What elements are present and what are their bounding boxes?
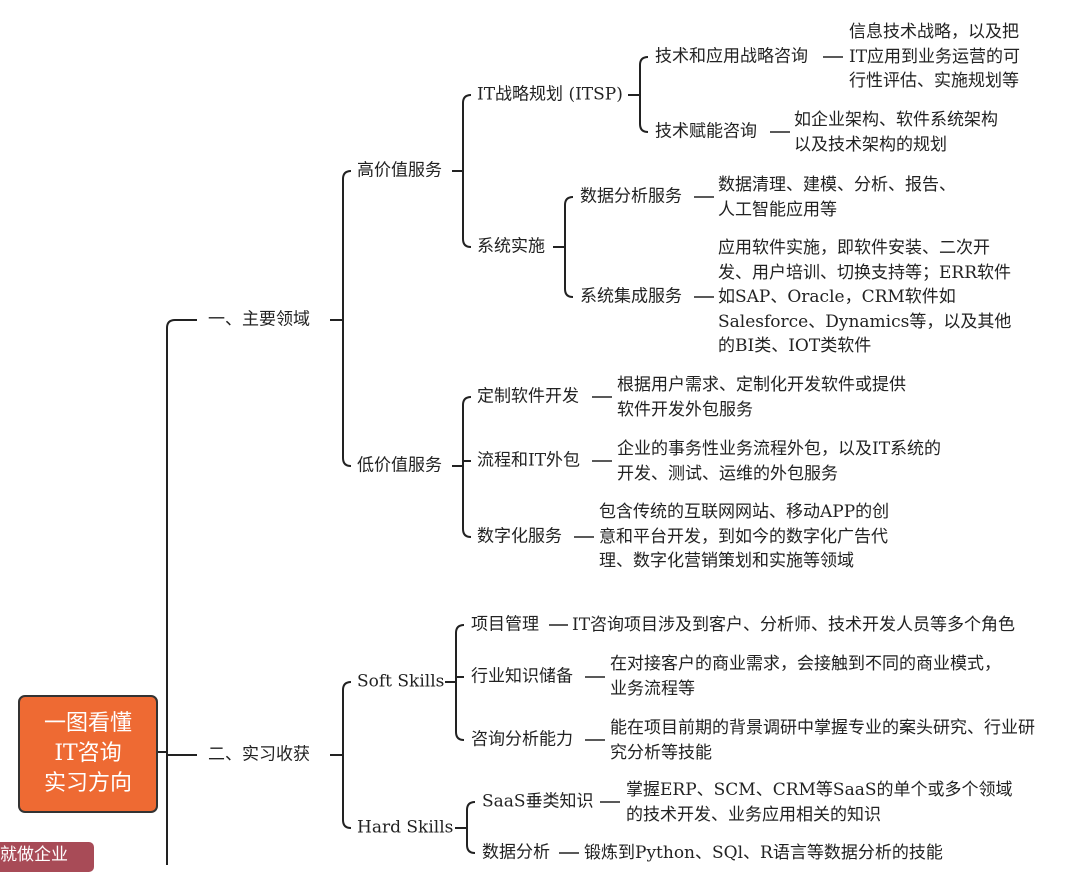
- topic-digital-services[interactable]: 数字化服务: [477, 526, 562, 547]
- desc-line: 理、数字化营销策划和实施等领域: [599, 551, 854, 571]
- desc-data-analysis-service: 数据清理、建模、分析、报告、 人工智能应用等: [718, 173, 956, 222]
- desc-line: 如SAP、Oracle，CRM软件如: [718, 287, 956, 307]
- desc-line: 以及技术架构的规划: [794, 134, 947, 155]
- topic-saas-knowledge[interactable]: SaaS垂类知识: [482, 791, 594, 812]
- desc-line: 在对接客户的商业需求，会接触到不同的商业模式，: [610, 654, 1001, 674]
- desc-line: 如企业架构、软件系统架构: [794, 110, 998, 130]
- topic-hard-skills[interactable]: Hard Skills: [357, 817, 454, 838]
- topic-system-impl[interactable]: 系统实施: [477, 236, 545, 257]
- central-topic[interactable]: 一图看懂 IT咨询 实习方向: [18, 695, 158, 813]
- desc-line: 发、用户培训、切换支持等；ERR软件: [718, 262, 1012, 283]
- desc-industry-knowledge: 在对接客户的商业需求，会接触到不同的商业模式， 业务流程等: [610, 652, 1001, 701]
- desc-line: IT咨询项目涉及到客户、分析师、技术开发人员等多个角色: [572, 615, 1016, 635]
- desc-project-management: IT咨询项目涉及到客户、分析师、技术开发人员等多个角色: [572, 613, 1015, 638]
- topic-process-outsourcing[interactable]: 流程和IT外包: [477, 450, 581, 471]
- topic-custom-software[interactable]: 定制软件开发: [477, 386, 579, 407]
- desc-line: 企业的事务性业务流程外包，以及IT系统的: [617, 439, 942, 459]
- floating-tag[interactable]: 就做企业: [0, 842, 94, 872]
- desc-line: 包含传统的互联网网站、移动APP的创: [599, 502, 890, 522]
- topic-soft-skills[interactable]: Soft Skills: [357, 671, 445, 692]
- topic-consulting-analysis[interactable]: 咨询分析能力: [471, 729, 573, 750]
- desc-line: 的技术开发、业务应用相关的知识: [626, 804, 881, 825]
- desc-saas-knowledge: 掌握ERP、SCM、CRM等SaaS的单个或多个领域 的技术开发、业务应用相关的…: [626, 778, 1012, 827]
- desc-line: 掌握ERP、SCM、CRM等SaaS的单个或多个领域: [626, 780, 1013, 800]
- desc-line: 业务流程等: [610, 678, 695, 699]
- desc-line: 数据清理、建模、分析、报告、: [718, 175, 956, 195]
- desc-line: Salesforce、Dynamics等，以及其他: [718, 311, 1012, 332]
- central-topic-line: IT咨询: [54, 741, 122, 766]
- topic-internship-gains[interactable]: 二、实习收获: [208, 744, 310, 765]
- desc-data-analysis: 锻炼到Python、SQl、R语言等数据分析的技能: [584, 841, 943, 866]
- desc-line: 能在项目前期的背景调研中掌握专业的案头研究、行业研: [610, 718, 1035, 738]
- desc-strategy-consulting: 信息技术战略，以及把 IT应用到业务运营的可 行性评估、实施规划等: [849, 20, 1020, 94]
- desc-line: 究分析等技能: [610, 742, 712, 763]
- central-topic-line: 实习方向: [43, 771, 132, 796]
- topic-data-analysis[interactable]: 数据分析: [482, 842, 550, 863]
- desc-consulting-analysis: 能在项目前期的背景调研中掌握专业的案头研究、行业研 究分析等技能: [610, 716, 1035, 765]
- topic-system-integration[interactable]: 系统集成服务: [580, 286, 682, 307]
- topic-data-analysis-service[interactable]: 数据分析服务: [580, 186, 682, 207]
- desc-line: 行性评估、实施规划等: [849, 71, 1019, 91]
- desc-line: 意和平台开发，到如今的数字化广告代: [599, 526, 888, 547]
- desc-line: 应用软件实施，即软件安装、二次开: [718, 238, 990, 258]
- topic-low-value[interactable]: 低价值服务: [357, 455, 442, 476]
- desc-process-outsourcing: 企业的事务性业务流程外包，以及IT系统的 开发、测试、运维的外包服务: [617, 437, 941, 486]
- desc-line: 的BI类、IOT类软件: [718, 336, 872, 356]
- desc-line: IT应用到业务运营的可: [849, 46, 1021, 67]
- desc-line: 人工智能应用等: [718, 199, 837, 220]
- desc-line: 开发、测试、运维的外包服务: [617, 463, 838, 484]
- topic-high-value[interactable]: 高价值服务: [357, 160, 442, 181]
- topic-main-areas[interactable]: 一、主要领域: [208, 309, 310, 330]
- desc-line: 信息技术战略，以及把: [849, 22, 1019, 42]
- topic-strategy-consulting[interactable]: 技术和应用战略咨询: [655, 46, 808, 67]
- topic-industry-knowledge[interactable]: 行业知识储备: [471, 666, 573, 687]
- central-topic-line: 一图看懂: [43, 711, 132, 736]
- desc-custom-software: 根据用户需求、定制化开发软件或提供 软件开发外包服务: [617, 373, 906, 422]
- desc-tech-enablement: 如企业架构、软件系统架构 以及技术架构的规划: [794, 108, 998, 157]
- topic-project-management[interactable]: 项目管理: [471, 614, 539, 635]
- desc-digital-services: 包含传统的互联网网站、移动APP的创 意和平台开发，到如今的数字化广告代 理、数…: [599, 500, 889, 574]
- desc-system-integration: 应用软件实施，即软件安装、二次开 发、用户培训、切换支持等；ERR软件 如SAP…: [718, 236, 1011, 359]
- desc-line: 根据用户需求、定制化开发软件或提供: [617, 375, 906, 395]
- desc-line: 锻炼到Python、SQl、R语言等数据分析的技能: [584, 843, 943, 863]
- topic-itsp[interactable]: IT战略规划 (ITSP): [477, 84, 623, 105]
- topic-tech-enablement[interactable]: 技术赋能咨询: [655, 121, 757, 142]
- desc-line: 软件开发外包服务: [617, 399, 753, 420]
